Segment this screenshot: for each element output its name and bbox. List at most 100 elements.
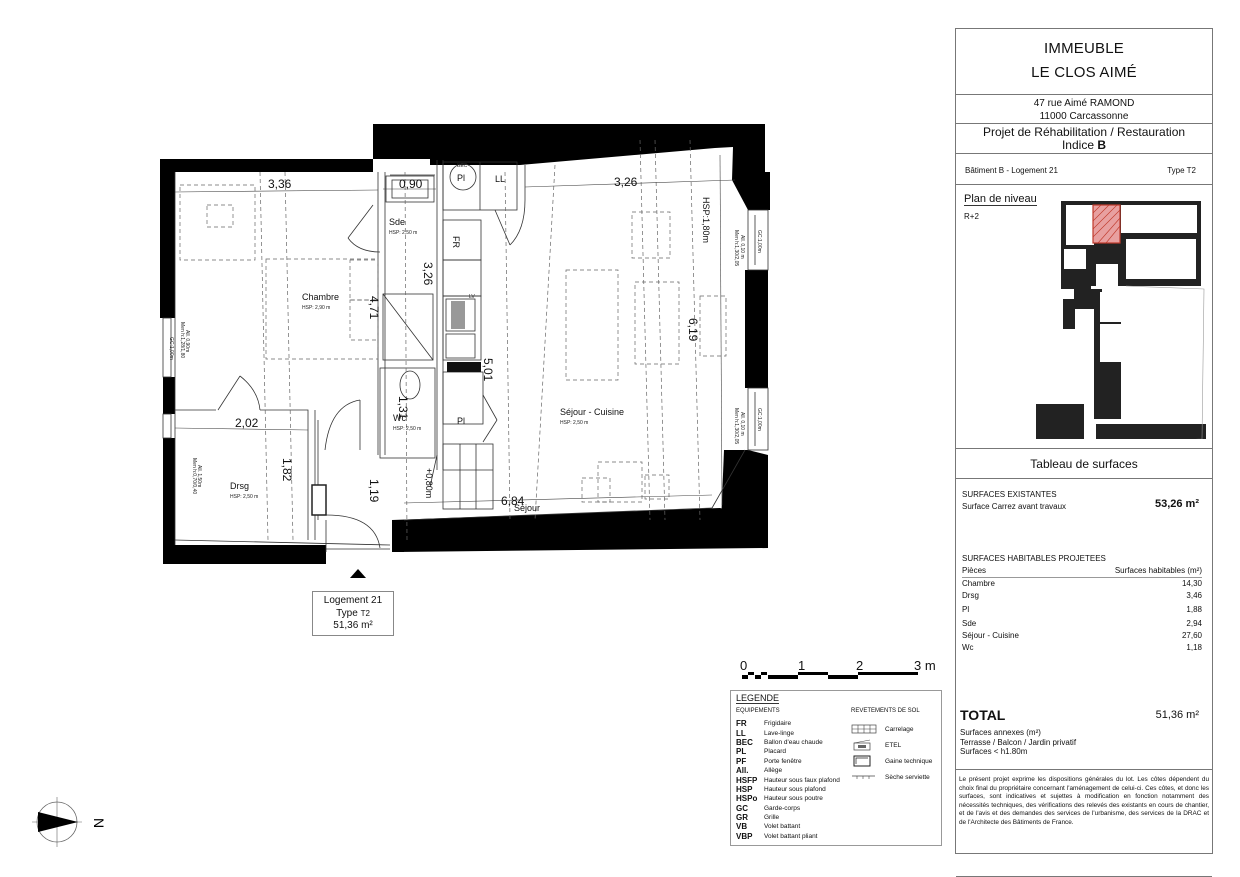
technical-shaft-icon [853,755,871,767]
scale-tick-1: 1 [798,658,805,673]
equip-ll: LL [495,174,505,184]
dim-1-19: 1,19 [367,479,381,503]
legend-item: All.Allège [736,766,783,776]
surfaces-table: SURFACES EXISTANTES Surface Carrez avant… [956,479,1212,877]
title-block: IMMEUBLE LE CLOS AIMÉ 47 rue Aimé RAMOND… [955,28,1213,877]
dim-2-02: 2,02 [235,416,259,430]
window-left-top-gc: GC:1,00m [168,337,174,360]
projected-header: SURFACES HABITABLES PROJETEES [962,554,1106,563]
building-title: IMMEUBLE LE CLOS AIMÉ [956,29,1212,95]
plus-0-80-label: +0,80m [424,468,434,498]
dim-1-82: 1,82 [280,458,294,482]
existing-header: SURFACES EXISTANTES [962,490,1057,499]
unit-summary-box: Logement 21 Type T2 51,36 m² [312,591,394,636]
highlighted-unit [1092,204,1121,244]
dim-1-31: 1,31 [396,396,410,420]
legend-floor-item: ETEL [851,737,941,753]
technical-shaft [311,484,327,516]
room-pl: Pl [457,416,465,426]
room-sde: Sde [389,217,405,227]
legend-floor-item: Sèche serviette [851,769,941,785]
existing-label: Surface Carrez avant travaux [962,502,1067,511]
window-left-bot-all: All. 1,50m [196,465,202,487]
project-info: Projet de Réhabilitation / Restauration … [956,124,1212,154]
hsp-chambre: HSP: 2,90 m [302,305,330,311]
etel-shaft [447,362,481,372]
scale-tick-2: 2 [856,658,863,673]
towel-dryer-icon [852,775,875,779]
unit-area: 51,36 m² [333,620,373,631]
dim-6-19: 6,19 [686,318,700,342]
equip-bec: BEC [457,163,468,169]
room-wc: Wc [393,413,406,423]
scale-tick-3: 3 m [914,658,936,673]
doors [217,199,526,549]
equip-pl: Pl [457,173,465,183]
window-right-bot-gc: GC:1,00m [756,408,762,431]
floor-plan: 3,36 0,90 3,26 2,02 6,84 3,26 4,71 5,01 … [32,124,936,847]
dim-5-01: 5,01 [481,358,495,382]
scale-tick-0: 0 [740,658,747,673]
tile-pattern-icon [851,724,877,734]
legend-floor-item: Carrelage [851,721,941,737]
window-left-bot-men: Men h:0,70/0,40 [191,458,197,494]
etel-icon [853,739,871,751]
dim-3-26-top: 3,26 [614,175,638,189]
lot-info: Bâtiment B - Logement 21 Type T2 [956,154,1212,185]
disclaimer: Le présent projet exprime les dispositio… [959,776,1209,826]
annex-surfaces: Surfaces annexes (m²) Terrasse / Balcon … [960,728,1077,756]
hsp-1-80-label: HSP:1,80m [701,197,711,243]
window-right-top-gc: GC:1,00m [756,230,762,253]
equip-lv: LV [469,294,475,300]
level-plan: Plan de niveau R+2 [956,185,1212,449]
dim-3-26-vert: 3,26 [421,262,435,286]
window-left-top-men: Men h:1,28/1,80 [179,322,185,358]
total-value: 51,36 m² [1155,709,1199,721]
window-right-top-men: Men h:1,30/2,05 [733,230,739,266]
walls [160,124,770,564]
unit-name: Logement 21 [323,595,383,606]
total-label: TOTAL [960,707,1006,723]
dimension-lines [174,154,736,506]
window-left-top-all: All. 0,90m [184,330,190,352]
legend-title: LEGENDE [736,693,780,704]
entry-arrow-icon [350,569,366,578]
windows [162,209,769,451]
dim-0-90: 0,90 [399,177,423,191]
lot-type: Type T2 [1167,166,1196,175]
sink-drainer [451,301,465,329]
surfaces-title: Tableau de surfaces [956,449,1212,479]
north-arrow-icon: N [32,797,107,847]
window-right-bot-men: Men h:1,30/2,05 [733,408,739,444]
hsp-wc: HSP: 2,50 m [393,426,421,432]
unit-type: Type T2 [336,607,370,619]
legend-floor-item: Gaine technique [851,753,941,769]
legend: LEGENDE EQUIPEMENTS REVETEMENTS DE SOL F… [730,690,942,846]
scale-bar: 0 1 2 3 m [740,658,936,679]
dim-4-71: 4,71 [367,296,381,320]
equip-fr: FR [451,236,461,248]
dim-3-36: 3,36 [268,177,292,191]
hsp-sejour: HSP: 2,50 m [560,420,588,426]
dim-6-84: 6,84 [501,494,525,508]
room-drsg: Drsg [230,481,249,491]
hsp-drsg: HSP: 2,50 m [230,494,258,500]
legend-equip-header: EQUIPEMENTS [736,708,780,714]
